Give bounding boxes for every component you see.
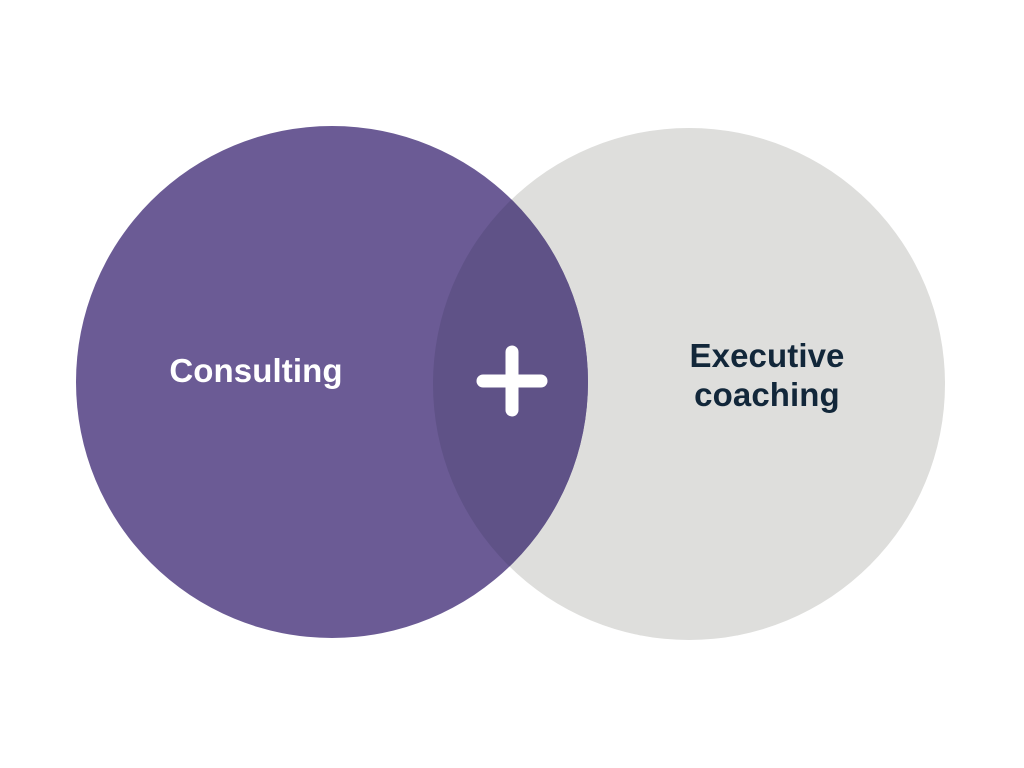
right-circle-label: Executive coaching (689, 337, 845, 413)
right-circle-shape (433, 128, 945, 640)
left-circle-label: Consulting (169, 352, 343, 389)
left-circle-shape (76, 126, 588, 638)
plus-icon (476, 345, 548, 417)
